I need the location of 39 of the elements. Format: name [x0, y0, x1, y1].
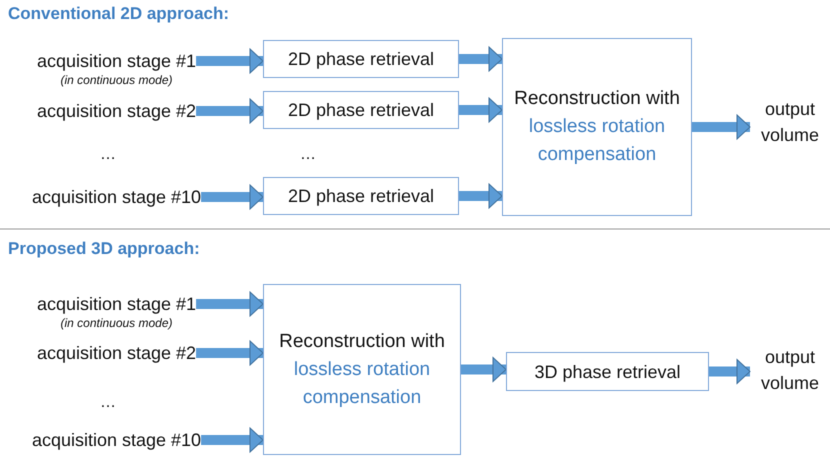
- arrow: [201, 184, 264, 210]
- stage-label: acquisition stage #10: [32, 427, 202, 453]
- arrow: [196, 98, 264, 124]
- stage-label: acquisition stage #1: [36, 291, 196, 317]
- ellipsis: …: [300, 146, 316, 164]
- arrow: [459, 46, 502, 72]
- process-box: [263, 284, 461, 455]
- mode-note: (in continuous mode): [59, 73, 174, 87]
- arrow: [461, 357, 506, 382]
- box-text: Reconstruction with lossless rotation compensation: [278, 330, 446, 410]
- mode-note: (in continuous mode): [59, 316, 174, 330]
- process-box: [263, 177, 459, 215]
- stage-label: acquisition stage #2: [36, 340, 196, 366]
- arrow: [692, 114, 750, 140]
- ellipsis: …: [100, 146, 116, 164]
- arrow: [196, 48, 264, 74]
- stage-label: acquisition stage #1: [36, 48, 196, 74]
- section-heading: Proposed 3D approach:: [8, 239, 200, 259]
- arrow: [459, 98, 502, 122]
- box-text: 2D phase retrieval: [288, 99, 434, 122]
- process-box: [506, 352, 709, 391]
- arrow: [201, 428, 264, 452]
- arrow: [196, 292, 264, 316]
- arrow: [709, 359, 750, 384]
- ellipsis: …: [100, 394, 116, 412]
- arrow: [459, 184, 502, 208]
- section-heading: Conventional 2D approach:: [8, 4, 230, 24]
- output-label: output volume: [750, 344, 830, 396]
- box-text: 2D phase retrieval: [288, 185, 434, 208]
- box-text: 2D phase retrieval: [288, 48, 434, 71]
- box-text: Reconstruction with lossless rotation compensation: [513, 87, 681, 167]
- stage-label: acquisition stage #10: [32, 184, 202, 210]
- box-text: 3D phase retrieval: [534, 360, 681, 384]
- process-box: [263, 40, 459, 78]
- stage-label: acquisition stage #2: [36, 98, 196, 124]
- output-label: output volume: [750, 96, 830, 148]
- arrow: [196, 340, 264, 366]
- process-box: [502, 38, 692, 216]
- process-box: [263, 91, 459, 129]
